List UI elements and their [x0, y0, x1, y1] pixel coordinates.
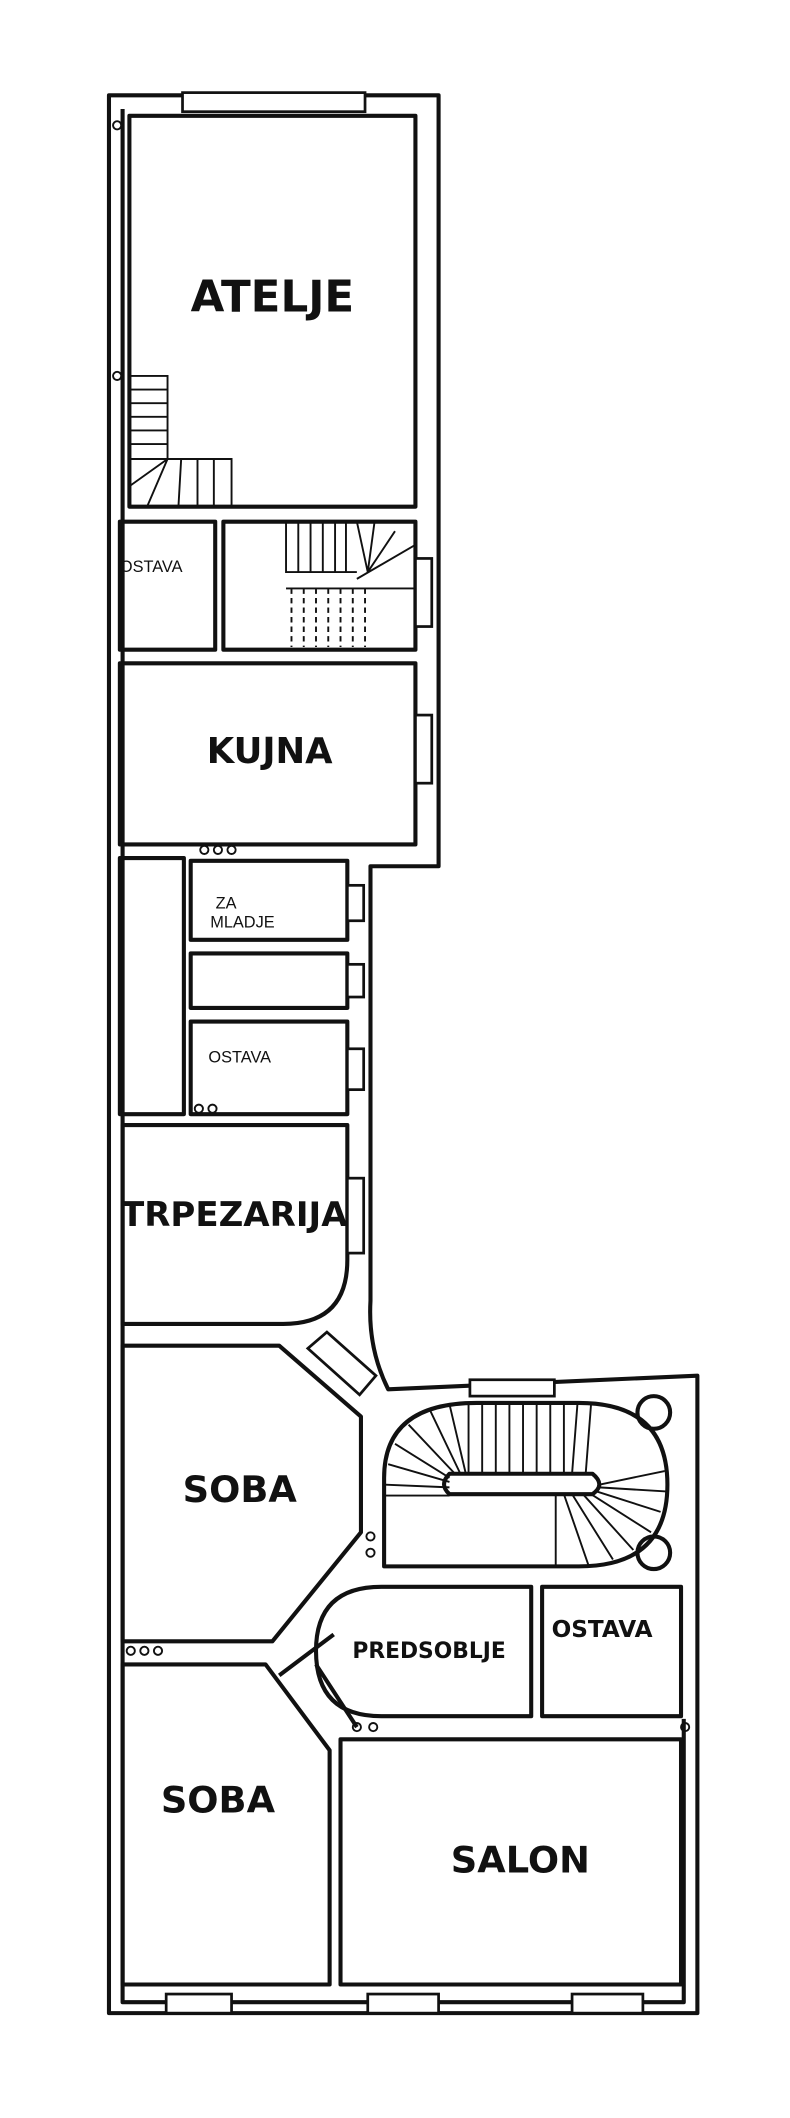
- label-ostava-mid: OSTAVA: [208, 1048, 271, 1066]
- label-za-mladje-1: ZA: [216, 894, 237, 912]
- label-ostava-top: OSTAVA: [120, 558, 183, 576]
- label-atelje: ATELJE: [191, 273, 355, 323]
- room-ostava-top: [117, 519, 218, 652]
- window: [164, 1992, 233, 2015]
- room-salon: [338, 1737, 684, 1987]
- chimney-icon: [199, 844, 237, 855]
- room-soba-upper: [120, 1343, 363, 1644]
- chimney-icon: [125, 1645, 164, 1656]
- outer-wall: [106, 93, 700, 2016]
- corridor: [117, 856, 186, 1117]
- stairs-hall: [285, 521, 416, 647]
- label-soba-lower: SOBA: [161, 1779, 276, 1822]
- window: [414, 713, 434, 785]
- room-ostava-right: [540, 1584, 684, 1719]
- room-bath: [188, 951, 350, 1010]
- label-ostava-right: OSTAVA: [552, 1617, 653, 1643]
- stairs-atelje: [128, 374, 233, 508]
- column-icon: [112, 120, 123, 131]
- room-trpezarija: [120, 1123, 350, 1326]
- column-icon: [680, 1722, 691, 1733]
- window: [366, 1992, 440, 2015]
- stair-hall: [221, 519, 418, 652]
- window: [345, 1176, 366, 1255]
- column-icon: [112, 370, 123, 381]
- room-ostava-mid: [188, 1019, 350, 1117]
- door-diagonal: [277, 1632, 359, 1729]
- label-soba-upper: SOBA: [183, 1468, 298, 1511]
- room-soba-lower: [120, 1662, 332, 1987]
- window: [305, 1330, 378, 1397]
- room-predsoblje: [313, 1584, 534, 1719]
- window: [414, 557, 434, 628]
- window: [345, 883, 366, 923]
- room-atelje: [127, 113, 418, 509]
- label-predsoblje: PREDSOBLJE: [352, 1639, 505, 1664]
- label-trpezarija: TRPEZARIJA: [121, 1195, 348, 1235]
- window: [345, 1047, 366, 1092]
- label-salon: SALON: [451, 1838, 590, 1881]
- chimney-icon: [193, 1103, 218, 1114]
- label-kujna: KUJNA: [207, 731, 333, 772]
- window: [345, 962, 366, 999]
- chimney-icon: [351, 1722, 379, 1733]
- window: [570, 1992, 645, 2015]
- chimney-icon: [365, 1531, 376, 1558]
- label-za-mladje-2: MLADJE: [210, 914, 275, 932]
- staircase-oval: [382, 1378, 673, 1572]
- window: [181, 91, 367, 114]
